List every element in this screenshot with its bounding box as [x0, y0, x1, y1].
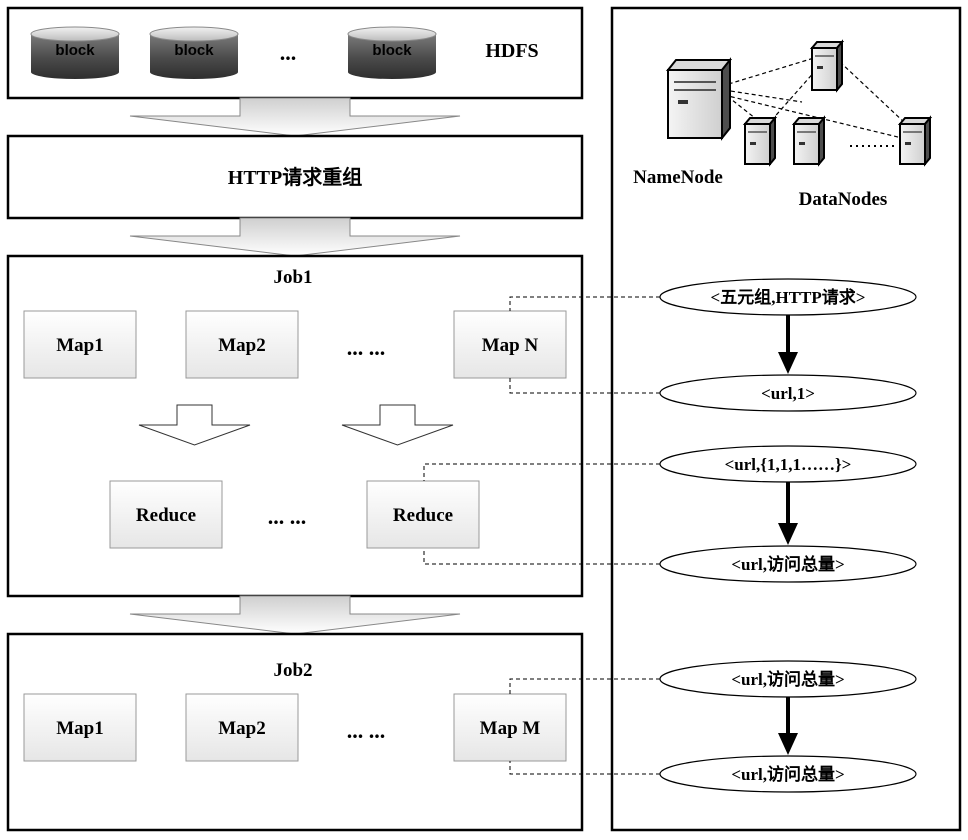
regroup-title: HTTP请求重组: [228, 165, 362, 189]
job2-map-m: Map M: [454, 694, 566, 761]
map-label: Map2: [218, 718, 266, 739]
job1-reduce-ellipsis: ... ...: [268, 504, 307, 529]
reduce-label: Reduce: [393, 505, 453, 526]
kv-label: <url,访问总量>: [731, 764, 844, 784]
datanode-server-icon: [812, 42, 842, 90]
block-label: block: [55, 42, 95, 59]
job2-title: Job2: [273, 660, 312, 681]
kv-label: <五元组,HTTP请求>: [711, 287, 866, 307]
kv-ellipse-1: <五元组,HTTP请求>: [660, 279, 916, 315]
block-ellipsis: ...: [280, 40, 297, 65]
kv-label: <url,访问总量>: [731, 669, 844, 689]
block-cylinder-2: block: [150, 27, 238, 79]
block-label: block: [372, 42, 412, 59]
map-label: Map2: [218, 335, 266, 356]
block-cylinder-3: block: [348, 27, 436, 79]
datanode-server-icon: [745, 118, 775, 164]
flow-arrow-hdfs-to-regroup: [130, 98, 460, 136]
job1-reduce-1: Reduce: [110, 481, 222, 548]
kv-ellipse-6: <url,访问总量>: [660, 756, 916, 792]
namenode-server-icon: [668, 60, 730, 138]
job1-frame: [8, 256, 582, 596]
job2-map-2: Map2: [186, 694, 298, 761]
job1-map-n: Map N: [454, 311, 566, 378]
kv-ellipse-4: <url,访问总量>: [660, 546, 916, 582]
kv-label: <url,{1,1,1……}>: [725, 455, 852, 474]
job2-map-ellipsis: ... ...: [347, 718, 386, 743]
flow-arrow-job1-to-job2: [130, 596, 460, 634]
kv-ellipse-5: <url,访问总量>: [660, 661, 916, 697]
job1-reduce-2: Reduce: [367, 481, 479, 548]
block-cylinder-1: block: [31, 27, 119, 79]
datanode-server-icon: [794, 118, 824, 164]
block-label: block: [174, 42, 214, 59]
namenode-label: NameNode: [633, 167, 723, 188]
kv-ellipse-2: <url,1>: [660, 375, 916, 411]
job1-map-2: Map2: [186, 311, 298, 378]
datanode-server-icon: [900, 118, 930, 164]
kv-label: <url,访问总量>: [731, 554, 844, 574]
map-label: Map1: [56, 335, 104, 356]
kv-ellipse-3: <url,{1,1,1……}>: [660, 446, 916, 482]
job2-map-1: Map1: [24, 694, 136, 761]
hdfs-title: HDFS: [485, 40, 538, 62]
map-label: Map M: [480, 718, 541, 739]
reduce-label: Reduce: [136, 505, 196, 526]
flow-arrow-regroup-to-job1: [130, 218, 460, 256]
job1-map-ellipsis: ... ...: [347, 335, 386, 360]
job1-title: Job1: [273, 267, 312, 288]
job1-map-1: Map1: [24, 311, 136, 378]
map-label: Map1: [56, 718, 104, 739]
map-label: Map N: [482, 335, 539, 356]
kv-label: <url,1>: [761, 384, 815, 403]
datanodes-label: DataNodes: [799, 189, 888, 210]
